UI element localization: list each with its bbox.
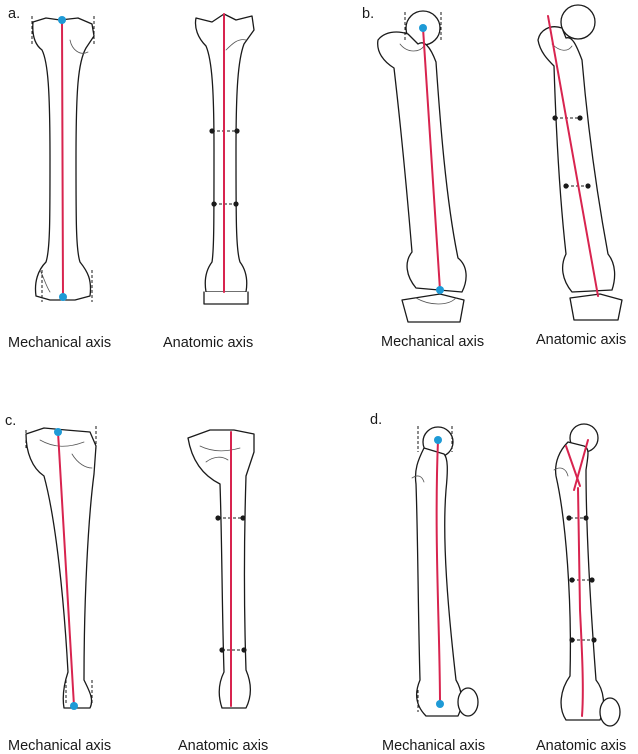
panel-a: a. Mechanical axis A xyxy=(8,6,255,351)
mechanical-point-bottom xyxy=(436,286,444,294)
panel-c-right-caption: Anatomic axis xyxy=(178,738,268,754)
panel-b-left-caption: Mechanical axis xyxy=(381,334,484,350)
mechanical-point-top xyxy=(419,24,427,32)
anatomic-point xyxy=(552,115,558,121)
anatomic-point xyxy=(577,115,583,121)
panel-letter-d: d. xyxy=(370,412,382,428)
panel-a-right-caption: Anatomic axis xyxy=(163,335,253,351)
mechanical-axis-line xyxy=(435,439,441,705)
mechanical-axis-line xyxy=(57,431,75,707)
panel-a-left-caption: Mechanical axis xyxy=(8,335,111,351)
panel-d-left-caption: Mechanical axis xyxy=(382,738,485,754)
panel-a-mechanical-bone xyxy=(31,16,95,302)
anatomic-point xyxy=(566,515,572,521)
mechanical-point-top xyxy=(58,16,66,24)
anatomic-axis-line xyxy=(577,487,584,717)
panel-b-mechanical-bone xyxy=(377,10,467,323)
anatomic-point xyxy=(215,515,221,521)
mechanical-point-top xyxy=(54,428,62,436)
mechanical-axis-line xyxy=(61,19,64,298)
anatomic-axis-line xyxy=(573,439,589,491)
panel-b: b. Mechanical axis xyxy=(362,4,626,350)
anatomic-point xyxy=(569,637,575,643)
panel-b-anatomic-bone xyxy=(537,4,623,321)
anatomic-point xyxy=(569,577,575,583)
anatomic-point xyxy=(563,183,569,189)
anatomic-point xyxy=(234,128,240,134)
anatomic-point xyxy=(241,647,247,653)
anatomic-point xyxy=(233,201,239,207)
anatomic-point xyxy=(240,515,246,521)
anatomic-point xyxy=(583,515,589,521)
mechanical-point-bottom xyxy=(70,702,78,710)
anatomic-point xyxy=(589,577,595,583)
mechanical-point-bottom xyxy=(436,700,444,708)
panel-d-anatomic-bone xyxy=(553,423,621,727)
anatomic-point xyxy=(585,183,591,189)
anatomic-point xyxy=(219,647,225,653)
panel-d-mechanical-bone xyxy=(411,426,479,717)
mechanical-point-bottom xyxy=(59,293,67,301)
anatomic-point xyxy=(211,201,217,207)
panel-d-right-caption: Anatomic axis xyxy=(536,738,626,754)
panel-c-mechanical-bone xyxy=(25,426,97,710)
panel-c: c. Mechanical axis A xyxy=(5,413,268,754)
panel-letter-a: a. xyxy=(8,6,20,22)
anatomic-point xyxy=(209,128,215,134)
anatomic-axis-line xyxy=(547,15,599,297)
mechanical-axis-line xyxy=(422,27,441,291)
panel-b-right-caption: Anatomic axis xyxy=(536,332,626,348)
panel-c-left-caption: Mechanical axis xyxy=(8,738,111,754)
panel-a-anatomic-bone xyxy=(194,13,255,305)
panel-letter-b: b. xyxy=(362,6,374,22)
mechanical-point-top xyxy=(434,436,442,444)
panel-c-anatomic-bone xyxy=(187,429,255,709)
panel-letter-c: c. xyxy=(5,413,16,429)
panel-d: d. Mechanical axis xyxy=(370,412,626,754)
anatomic-point xyxy=(591,637,597,643)
